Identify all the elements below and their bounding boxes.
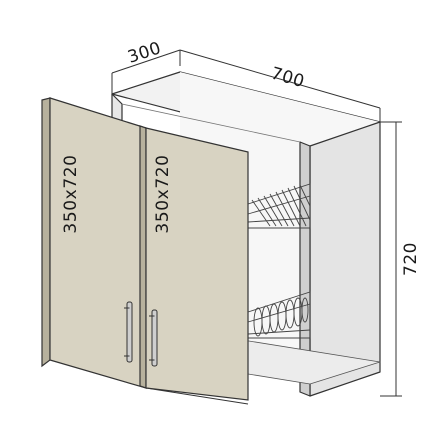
width-dimension-line bbox=[179, 49, 381, 109]
width-label: 700 bbox=[269, 64, 307, 93]
left-handle-icon[interactable] bbox=[124, 301, 133, 363]
height-label: 720 bbox=[401, 242, 421, 276]
right-door-edge bbox=[139, 125, 147, 389]
dimension-lines bbox=[111, 49, 402, 397]
right-door-face bbox=[145, 127, 249, 401]
right-door-bottom-edge bbox=[145, 387, 249, 405]
depth-dimension-line bbox=[111, 49, 181, 74]
cabinet-inner-top-edge bbox=[121, 103, 301, 143]
dish-rack-upper bbox=[247, 183, 311, 229]
left-door[interactable] bbox=[41, 97, 147, 389]
right-door[interactable] bbox=[139, 125, 249, 405]
left-door-edge bbox=[41, 97, 51, 368]
right-handle-icon[interactable] bbox=[149, 309, 158, 367]
dish-rack-lower bbox=[247, 291, 311, 339]
cabinet-right-front-edge bbox=[299, 141, 311, 397]
right-door-size-label: 350x720 bbox=[153, 154, 173, 233]
depth-label: 300 bbox=[125, 38, 163, 68]
left-door-size-label: 350x720 bbox=[61, 154, 81, 233]
